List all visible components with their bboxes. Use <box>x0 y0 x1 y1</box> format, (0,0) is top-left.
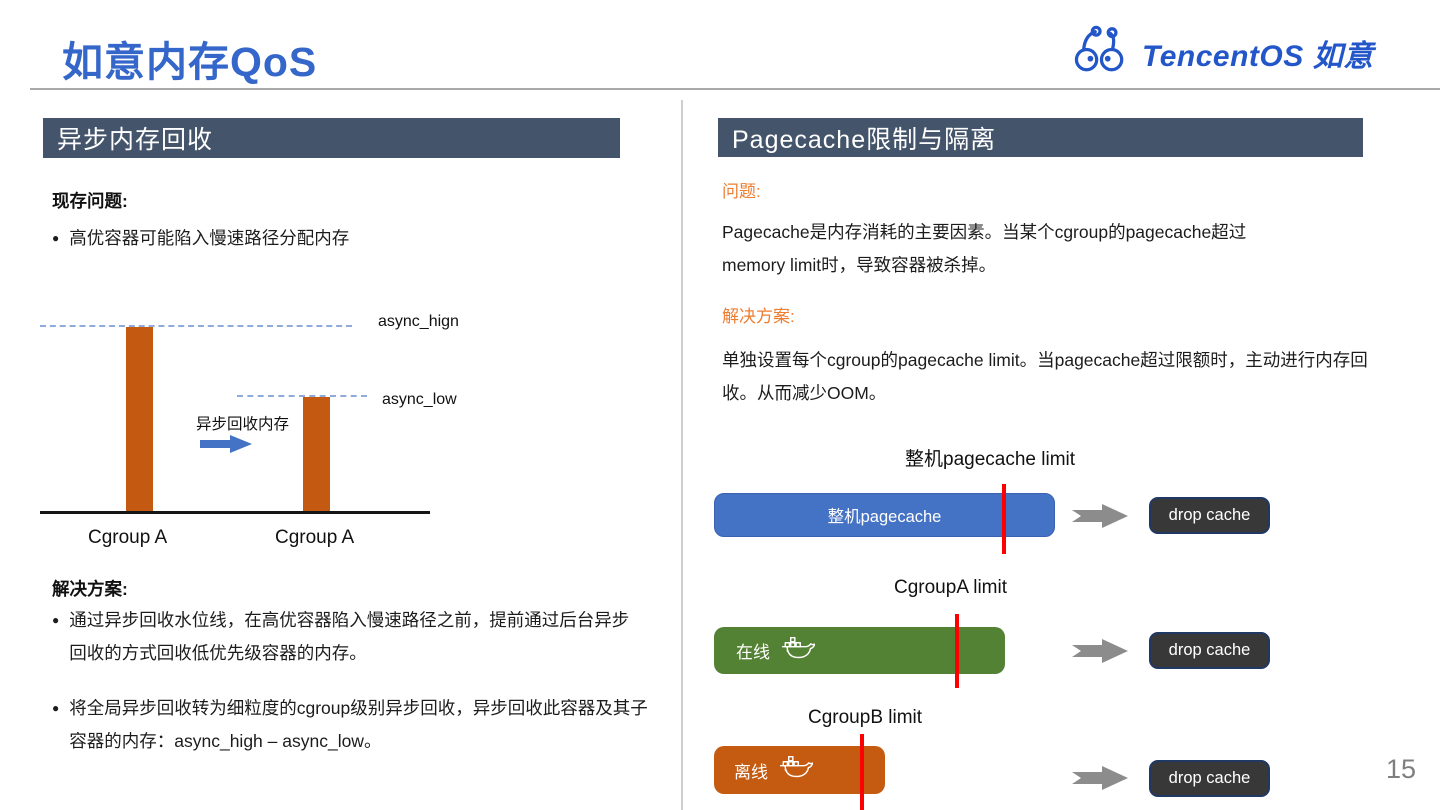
machine-pagecache-bar: 整机pagecache <box>714 493 1055 537</box>
offline-cgroup-bar-label: 离线 <box>734 762 768 782</box>
docker-whale-icon <box>779 635 816 667</box>
online-cgroup-bar-label: 在线 <box>736 643 770 662</box>
left-section-header: 异步内存回收 <box>43 118 620 158</box>
async-high-watermark-line <box>40 325 352 327</box>
cgroupb-limit-label: CgroupB limit <box>808 707 923 728</box>
title-underline <box>30 88 1440 90</box>
left-solution-bullet-2: 将全局异步回收转为细粒度的cgroup级别异步回收，异步回收此容器及其子容器的内… <box>52 692 652 758</box>
page-title: 如意内存QoS <box>62 39 318 85</box>
left-section-title: 异步内存回收 <box>57 126 214 154</box>
right-problem-text: Pagecache是内存消耗的主要因素。当某个cgroup的pagecache超… <box>722 222 1247 275</box>
tencentos-logo: TencentOS 如意 <box>1072 24 1374 81</box>
right-solution-text: 单独设置每个cgroup的pagecache limit。当pagecache超… <box>722 350 1368 403</box>
machine-drop-cache-box: drop cache <box>1149 497 1270 534</box>
existing-problem-heading: 现存问题: <box>52 191 128 211</box>
reclaim-arrow-label: 异步回收内存 <box>196 416 290 433</box>
reclaim-arrow-icon <box>200 434 252 459</box>
cgroup-a-label-after: Cgroup A <box>275 527 355 548</box>
right-section-header: Pagecache限制与隔离 <box>718 118 1363 157</box>
async-low-label: async_low <box>382 391 457 408</box>
machine-pagecache-bar-label: 整机pagecache <box>827 508 942 526</box>
async-high-label: async_hign <box>378 313 459 330</box>
cgroupb-limit-line <box>860 734 864 810</box>
column-divider <box>681 100 683 810</box>
cgroupb-drop-cache-box: drop cache <box>1149 760 1270 797</box>
left-solution-bullet-2-text: 将全局异步回收转为细粒度的cgroup级别异步回收，异步回收此容器及其子容器的内… <box>69 698 648 751</box>
machine-drop-cache-label: drop cache <box>1168 506 1251 524</box>
existing-problem-bullet: 高优容器可能陷入慢速路径分配内存 <box>52 222 652 255</box>
right-section-title: Pagecache限制与隔离 <box>732 125 997 154</box>
left-solution-heading: 解决方案: <box>52 579 128 599</box>
right-problem-label: 问题: <box>722 182 761 201</box>
machine-limit-line <box>1002 484 1006 554</box>
machine-arrow-icon <box>1072 503 1134 534</box>
right-solution-label: 解决方案: <box>722 307 795 326</box>
async-low-watermark-line <box>237 395 367 397</box>
existing-problem-bullet-text: 高优容器可能陷入慢速路径分配内存 <box>69 228 350 248</box>
memory-bar-before <box>126 327 153 512</box>
cgroupa-drop-cache-label: drop cache <box>1168 641 1251 659</box>
tencentos-logo-text: TencentOS 如意 <box>1142 39 1374 73</box>
cgroupa-limit-label: CgroupA limit <box>894 577 1007 598</box>
cgroupa-limit-line <box>955 614 959 688</box>
cgroupa-arrow-icon <box>1072 638 1134 669</box>
cgroupb-drop-cache-label: drop cache <box>1168 769 1251 787</box>
left-solution-bullet-1: 通过异步回收水位线，在高优容器陷入慢速路径之前，提前通过后台异步回收的方式回收低… <box>52 604 642 670</box>
online-cgroup-bar: 在线 <box>714 627 1005 674</box>
cgroupa-drop-cache-box: drop cache <box>1149 632 1270 669</box>
page-number: 15 <box>1386 754 1417 784</box>
machine-limit-label: 整机pagecache limit <box>905 449 1076 470</box>
memory-bar-after <box>303 397 330 512</box>
cgroupb-arrow-icon <box>1072 765 1134 796</box>
cgroup-a-label-before: Cgroup A <box>88 527 168 548</box>
baseline-axis <box>40 511 430 514</box>
left-solution-bullet-1-text: 通过异步回收水位线，在高优容器陷入慢速路径之前，提前通过后台异步回收的方式回收低… <box>69 610 630 663</box>
offline-cgroup-bar: 离线 <box>714 746 885 794</box>
tencentos-mascot-icon <box>1072 24 1130 81</box>
docker-whale-icon <box>777 754 814 786</box>
